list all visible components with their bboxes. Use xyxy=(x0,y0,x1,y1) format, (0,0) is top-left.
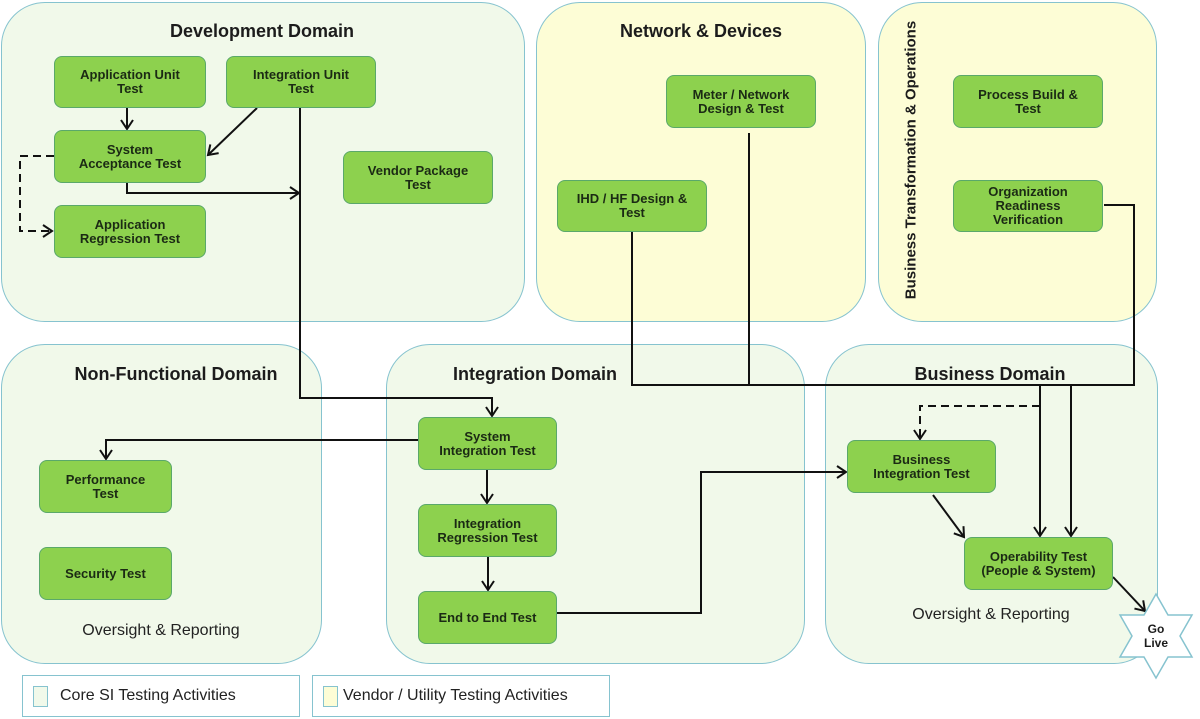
performance-test-box[interactable]: Performance Test xyxy=(39,460,172,513)
system-integration-test-label: System Integration Test xyxy=(439,428,536,458)
network-devices-title: Network & Devices xyxy=(619,21,783,41)
legend-vendor-label: Vendor / Utility Testing Activities xyxy=(343,687,568,704)
operability-test-label: Operability Test (People & System) xyxy=(981,548,1096,578)
end-to-end-test-label: End to End Test xyxy=(438,609,537,625)
business-oversight-label: Oversight & Reporting xyxy=(912,606,1070,623)
application-unit-test-label: Application Unit Test xyxy=(80,67,180,96)
legend-core: Core SI Testing Activities xyxy=(22,675,300,717)
business-integration-test-box[interactable]: Business Integration Test xyxy=(847,440,996,493)
integration-domain-title: Integration Domain xyxy=(452,364,618,384)
organization-readiness-verification-label: Organization Readiness Verification xyxy=(988,184,1068,227)
vendor-package-test-label: Vendor Package Test xyxy=(367,162,469,192)
application-regression-test-box[interactable]: Application Regression Test xyxy=(54,205,206,258)
network-devices-domain xyxy=(536,2,866,322)
non-functional-oversight-label: Oversight & Reporting xyxy=(82,622,240,639)
system-integration-test-box[interactable]: System Integration Test xyxy=(418,417,557,470)
legend-vendor: Vendor / Utility Testing Activities xyxy=(312,675,610,717)
go-live-label: Go Live xyxy=(1143,622,1169,650)
legend-core-swatch xyxy=(33,686,48,707)
meter-network-design-test-box[interactable]: Meter / Network Design & Test xyxy=(666,75,816,128)
integration-unit-test-label: Integration Unit Test xyxy=(252,67,350,96)
development-domain-title: Development Domain xyxy=(169,21,355,41)
legend-vendor-swatch xyxy=(323,686,338,707)
ihd-hf-design-test-label: IHD / HF Design & Test xyxy=(576,191,688,220)
system-acceptance-test-box[interactable]: System Acceptance Test xyxy=(54,130,206,183)
non-functional-domain-title: Non-Functional Domain xyxy=(74,364,278,384)
process-build-test-box[interactable]: Process Build & Test xyxy=(953,75,1103,128)
ihd-hf-design-test-box[interactable]: IHD / HF Design & Test xyxy=(557,180,707,232)
system-acceptance-test-label: System Acceptance Test xyxy=(78,141,182,171)
business-transformation-domain xyxy=(878,2,1157,322)
end-to-end-test-box[interactable]: End to End Test xyxy=(418,591,557,644)
legend-core-label: Core SI Testing Activities xyxy=(60,687,236,704)
performance-test-label: Performance Test xyxy=(65,471,146,501)
business-integration-test-label: Business Integration Test xyxy=(873,451,970,481)
application-unit-test-box[interactable]: Application Unit Test xyxy=(54,56,206,108)
process-build-test-label: Process Build & Test xyxy=(978,86,1078,116)
business-domain-title: Business Domain xyxy=(914,364,1066,384)
organization-readiness-verification-box[interactable]: Organization Readiness Verification xyxy=(953,180,1103,232)
vendor-package-test-box[interactable]: Vendor Package Test xyxy=(343,151,493,204)
integration-regression-test-box[interactable]: Integration Regression Test xyxy=(418,504,557,557)
business-domain xyxy=(825,344,1158,664)
meter-network-design-test-label: Meter / Network Design & Test xyxy=(692,86,790,116)
security-test-box[interactable]: Security Test xyxy=(39,547,172,600)
integration-regression-test-label: Integration Regression Test xyxy=(437,515,538,545)
operability-test-box[interactable]: Operability Test (People & System) xyxy=(964,537,1113,590)
application-regression-test-label: Application Regression Test xyxy=(79,216,181,246)
security-test-label: Security Test xyxy=(65,565,146,581)
integration-unit-test-box[interactable]: Integration Unit Test xyxy=(226,56,376,108)
business-transformation-title: Business Transformation & Operations xyxy=(902,20,920,300)
